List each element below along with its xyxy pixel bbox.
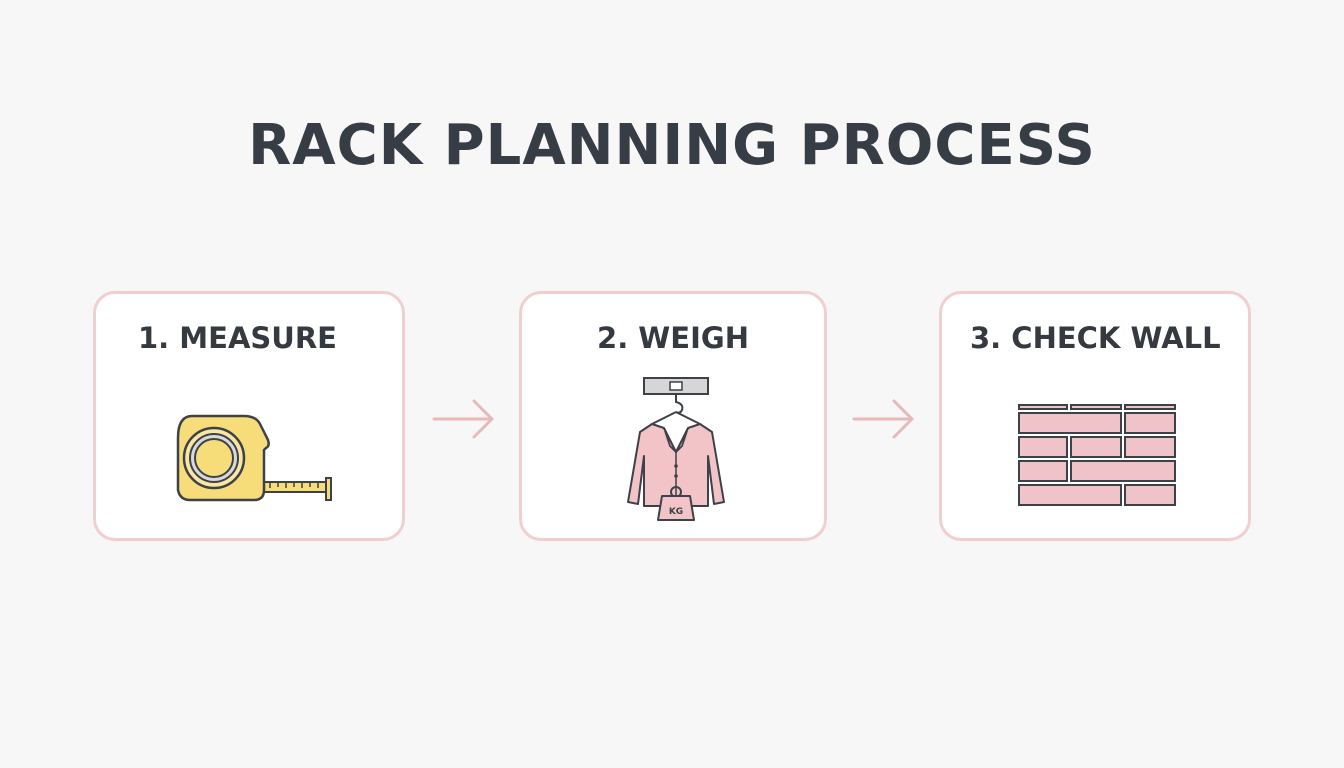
brick-wall-icon	[1018, 404, 1176, 506]
hanging-jacket-weight-icon: KG	[627, 377, 725, 521]
weight-tag-label: KG	[669, 507, 683, 517]
step-label-check-wall: 3. CHECK WALL	[970, 321, 1221, 355]
arrow-right-icon	[852, 399, 914, 439]
step-card-measure: 1. MEASURE	[93, 291, 405, 541]
step-card-weigh: 2. WEIGH KG	[519, 291, 827, 541]
step-label-measure: 1. MEASURE	[138, 321, 337, 355]
arrow-right-icon	[432, 399, 494, 439]
page-title: RACK PLANNING PROCESS	[248, 113, 1096, 178]
tape-measure-icon	[176, 414, 332, 502]
step-card-check-wall: 3. CHECK WALL	[939, 291, 1251, 541]
step-label-weigh: 2. WEIGH	[597, 321, 749, 355]
